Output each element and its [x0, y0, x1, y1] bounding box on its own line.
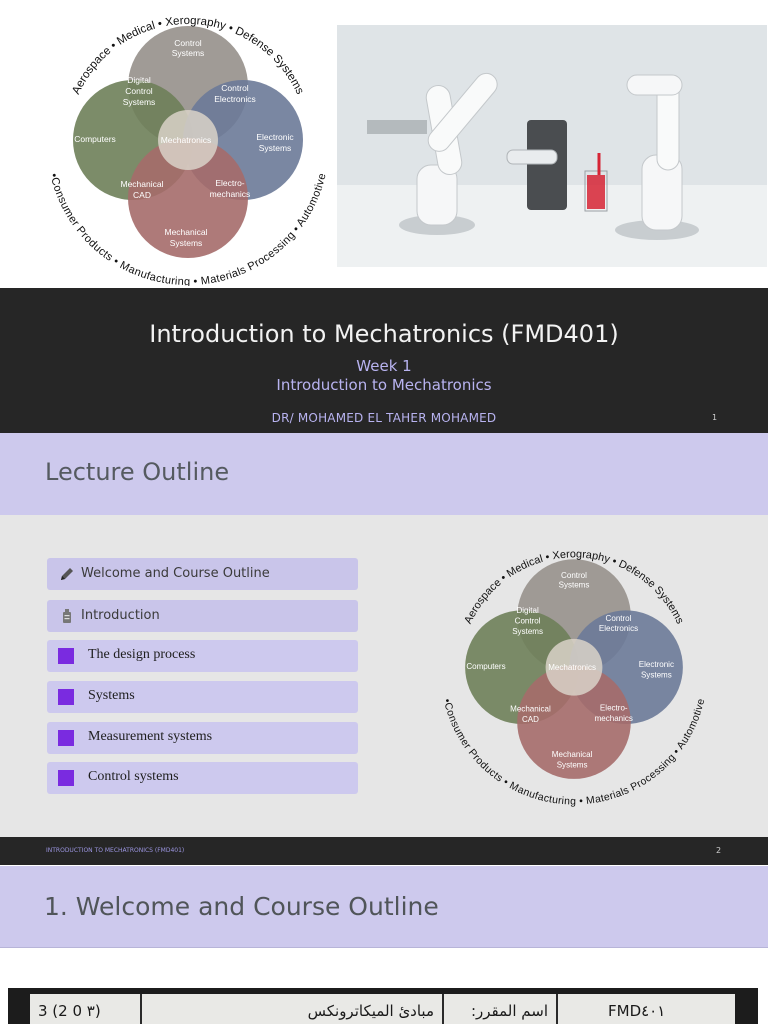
outline-item-label: Systems	[88, 688, 135, 703]
table-cell-hours: 3 (2 0 ٣)	[30, 994, 142, 1024]
label-electronic-2: Systems	[259, 143, 292, 153]
course-code: FMD٤٠١	[608, 1002, 666, 1020]
table-cell-code: FMD٤٠١	[558, 994, 735, 1024]
label-mechatronics: Mechatronics	[161, 135, 212, 145]
label-control-elec-1: Control	[221, 83, 249, 93]
label-control-elec-2: Electronics	[214, 94, 256, 104]
mechanical-systems-circle	[128, 138, 248, 258]
label-mech-cad-1: Mechanical	[121, 179, 164, 189]
label-control-elec-1: Control	[606, 614, 632, 623]
label-electronic-1: Electronic	[639, 660, 674, 669]
pencil-icon	[61, 568, 73, 580]
label-computers: Computers	[466, 662, 505, 671]
battery-icon	[63, 609, 71, 623]
purple-square-icon	[58, 689, 74, 705]
label-control-systems-1: Control	[561, 571, 587, 580]
outline-item-introduction[interactable]: Introduction	[47, 600, 358, 632]
label-electro-2: mechanics	[595, 714, 633, 723]
label-mechatronics: Mechatronics	[548, 663, 596, 672]
purple-square-icon	[58, 730, 74, 746]
label-mechanical-systems-1: Mechanical	[165, 227, 208, 237]
outline-item-systems[interactable]: Systems	[47, 681, 358, 713]
label-computers: Computers	[74, 134, 116, 144]
page-number: 2	[716, 846, 722, 855]
outline-item-design-process[interactable]: The design process	[47, 640, 358, 672]
label-digital-3: Systems	[123, 97, 156, 107]
slide3-header	[0, 866, 768, 948]
label-electro-1: Electro-	[215, 178, 244, 188]
outline-item-control-systems[interactable]: Control systems	[47, 762, 358, 794]
outline-item-label: Control systems	[88, 769, 179, 784]
title-slide-band	[0, 288, 768, 433]
slide3-title: 1. Welcome and Course Outline	[44, 892, 439, 921]
purple-square-icon	[58, 648, 74, 664]
label-mechanical-systems-2: Systems	[557, 761, 588, 770]
course-title: Introduction to Mechatronics (FMD401)	[149, 320, 619, 348]
label-digital-3: Systems	[512, 627, 543, 636]
label-mech-cad-1: Mechanical	[510, 705, 551, 714]
label-digital-2: Control	[125, 86, 153, 96]
purple-square-icon	[58, 770, 74, 786]
label-electronic-1: Electronic	[256, 132, 294, 142]
label-mech-cad-2: CAD	[133, 190, 151, 200]
footer-course-name: INTRODUCTION TO MECHATRONICS (FMD401)	[46, 847, 185, 854]
slide2-title: Lecture Outline	[45, 458, 230, 486]
course-spec-table-row: 3 (2 0 ٣) مبادئ الميكاترونكس اسم المقرر:…	[30, 994, 735, 1024]
overlap-highlight	[545, 638, 603, 696]
label-digital-2: Control	[515, 617, 541, 626]
outline-item-label: Introduction	[81, 608, 160, 623]
course-name-label: اسم المقرر:	[470, 1002, 548, 1020]
slide2-header	[0, 433, 768, 516]
label-control-elec-2: Electronics	[599, 624, 638, 633]
label-mech-cad-2: CAD	[522, 715, 539, 724]
label-digital-1: Digital	[516, 606, 539, 615]
page-number: 1	[712, 413, 718, 422]
outline-item-measurement-systems[interactable]: Measurement systems	[47, 722, 358, 754]
outline-item-label: The design process	[88, 647, 196, 662]
course-name-arabic: مبادئ الميكاترونكس	[307, 1002, 434, 1020]
label-mechanical-systems-1: Mechanical	[552, 750, 593, 759]
outline-item-label: Welcome and Course Outline	[81, 566, 270, 581]
slide2-footer	[0, 837, 768, 865]
label-electro-2: mechanics	[210, 189, 251, 199]
overlap-highlight	[158, 110, 218, 170]
lecture-subtitle: Introduction to Mechatronics	[276, 376, 492, 394]
label-control-systems-1: Control	[174, 38, 202, 48]
author-name: DR/ MOHAMED EL TAHER MOHAMED	[271, 411, 497, 425]
label-electro-1: Electro-	[600, 704, 628, 713]
table-cell-course-name: مبادئ الميكاترونكس	[142, 994, 444, 1024]
mechatronics-venn-diagram-small: Control Systems Computers Electronic Sys…	[441, 548, 708, 807]
table-cell-label: اسم المقرر:	[444, 994, 558, 1024]
mechanical-systems-circle	[517, 665, 631, 779]
label-electronic-2: Systems	[641, 671, 672, 680]
week-label: Week 1	[356, 357, 412, 375]
mechatronics-venn-diagram: Control Systems Computers Electronic Sys…	[47, 15, 328, 286]
outline-item-welcome[interactable]: Welcome and Course Outline	[47, 558, 358, 590]
label-control-systems-2: Systems	[559, 581, 590, 590]
label-digital-1: Digital	[127, 75, 151, 85]
hours-value: 3 (2 0 ٣)	[38, 1002, 101, 1020]
label-control-systems-2: Systems	[172, 48, 205, 58]
robot-bartender-photo	[337, 25, 767, 267]
label-mechanical-systems-2: Systems	[170, 238, 203, 248]
outline-item-label: Measurement systems	[88, 729, 213, 744]
